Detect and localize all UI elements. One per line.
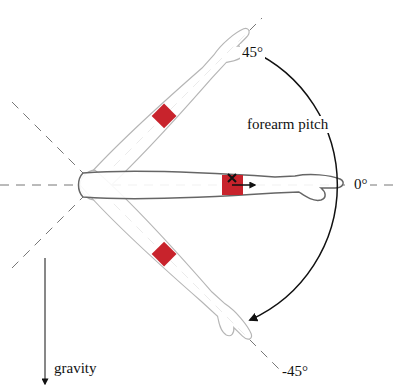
arm-level: [79, 171, 344, 200]
gravity-label: gravity: [52, 360, 99, 377]
axis-label: forearm pitch: [245, 116, 330, 133]
angle-label: -45°: [280, 363, 310, 380]
pitch-arc: [250, 50, 337, 320]
angle-label: 0°: [352, 176, 370, 193]
gravity-arrow: [45, 258, 46, 384]
angle-label: 45°: [240, 44, 265, 61]
reference-lines: [0, 18, 393, 380]
